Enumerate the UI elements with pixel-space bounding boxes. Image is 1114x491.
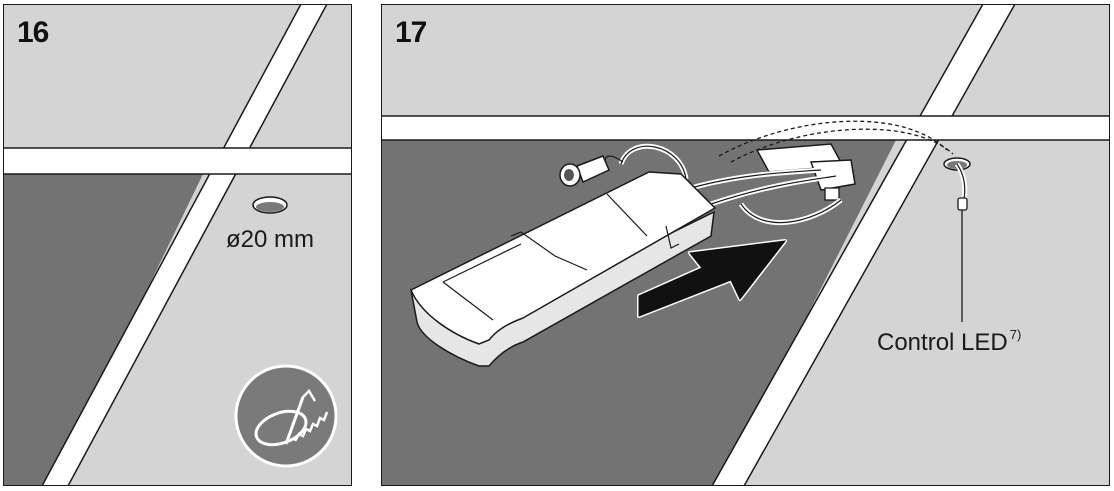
step-17-illustration [381, 4, 1110, 486]
step-16-panel: 16 ø20 mm [3, 4, 352, 486]
ceiling-t-bar-diagonal [41, 4, 328, 486]
step-16-illustration [3, 4, 352, 486]
step-number: 16 [17, 16, 49, 49]
ceiling-dark-area [3, 174, 203, 486]
hole-diameter-label: ø20 mm [226, 226, 315, 253]
footnote-marker: 7) [1009, 327, 1022, 342]
round-connector [559, 155, 610, 187]
ceiling-t-bar-horizontal [3, 147, 352, 175]
led-driver [409, 171, 717, 367]
step-number: 17 [395, 16, 427, 49]
control-led-label-text: Control LED [877, 329, 1008, 356]
ceiling-t-bar-horizontal [381, 115, 1110, 141]
step-16-frame [3, 4, 352, 486]
drilled-hole [252, 196, 288, 214]
hole-saw-icon [234, 364, 338, 468]
cable-path-hidden-1 [718, 120, 948, 157]
push-arrow-icon [637, 239, 787, 318]
step-17-frame [381, 4, 1110, 486]
